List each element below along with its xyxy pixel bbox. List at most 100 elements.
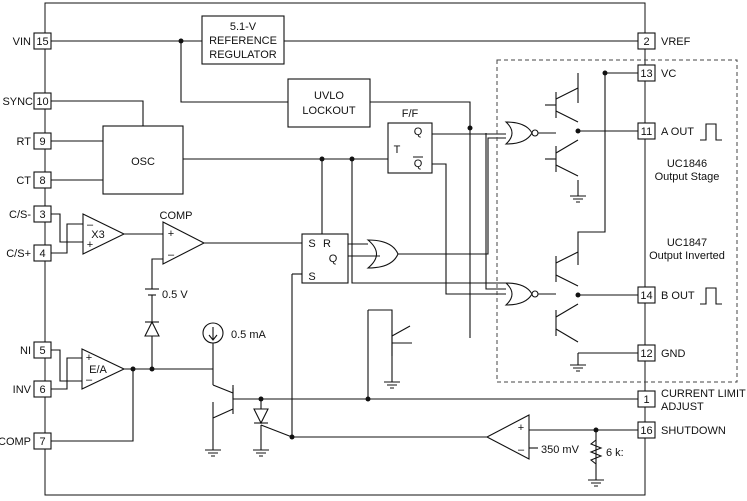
ea-minus: – xyxy=(86,374,93,386)
offset-voltage-label: 0.5 V xyxy=(162,289,188,301)
reference-line3: REGULATOR xyxy=(209,49,276,61)
sr-latch-block: S R Q S xyxy=(301,233,349,284)
pin-ct: 8 CT xyxy=(16,171,52,189)
pin-number: 15 xyxy=(36,36,48,48)
current-source-label: 0.5 mA xyxy=(231,329,267,341)
comparator-minus: – xyxy=(168,249,175,261)
shutdown-minus: – xyxy=(518,444,525,456)
shutdown-plus: + xyxy=(518,422,524,434)
offset-diode xyxy=(144,320,160,337)
pin-label-line2: ADJUST xyxy=(661,401,704,413)
pin-label: C/S- xyxy=(9,209,31,221)
pin-gnd: 12 GND xyxy=(637,344,686,362)
x3-amplifier: X3 – + xyxy=(82,213,126,255)
pin-label: SYNC xyxy=(2,96,33,108)
shutdown-threshold-label: 350 mV xyxy=(541,444,580,456)
latch-q-output: Q xyxy=(329,253,338,265)
pin-label: CT xyxy=(16,175,31,187)
pin-label: B OUT xyxy=(661,290,695,302)
comparator-plus: + xyxy=(168,228,174,240)
uc1846-label: UC1846 xyxy=(667,158,707,170)
pin-current-limit-adjust: 1 CURRENT LIMIT ADJUST xyxy=(637,388,746,413)
uvlo-line1: UVLO xyxy=(314,90,344,102)
b-out-waveform-icon xyxy=(700,287,722,305)
pin-number: 12 xyxy=(640,348,652,360)
latch-s-input: S xyxy=(308,238,315,250)
pin-number: 4 xyxy=(39,248,45,260)
x3-label: X3 xyxy=(91,229,104,241)
uc1847-label: UC1847 xyxy=(667,237,707,249)
pin-label: GND xyxy=(661,348,686,360)
ground-symbols xyxy=(205,195,604,487)
pin-comp: 7 COMP xyxy=(0,432,52,450)
output-transistors xyxy=(545,87,579,343)
pin-shutdown: 16 SHUTDOWN xyxy=(637,421,726,439)
pin-number: 5 xyxy=(39,345,45,357)
ea-label: E/A xyxy=(89,364,107,376)
oscillator-block: OSC xyxy=(102,125,184,195)
flip-flop-block: F/F T Q Q xyxy=(387,108,433,174)
uvlo-line2: LOCKOUT xyxy=(302,105,355,117)
uc1846-sublabel: Output Stage xyxy=(655,171,720,183)
pin-label: COMP xyxy=(0,436,31,448)
pin-number: 2 xyxy=(643,36,649,48)
pin-vin: 15 VIN xyxy=(13,32,52,50)
pin-cs-minus: 3 C/S- xyxy=(9,205,52,223)
pin-b-out: 14 B OUT xyxy=(637,286,695,304)
reference-line2: REFERENCE xyxy=(209,35,277,47)
reference-regulator-block: 5.1-V REFERENCE REGULATOR xyxy=(201,15,285,65)
pin-label: NI xyxy=(20,345,31,357)
uc1847-sublabel: Output Inverted xyxy=(649,250,725,262)
uvlo-lockout-block: UVLO LOCKOUT xyxy=(287,78,371,128)
pin-a-out: 11 A OUT xyxy=(637,122,694,140)
pin-number: 3 xyxy=(39,209,45,221)
pin-label: VC xyxy=(661,68,676,80)
latch-s2-input: S xyxy=(308,271,315,283)
pin-ni: 5 NI xyxy=(20,341,52,359)
pin-number: 13 xyxy=(640,68,652,80)
osc-label: OSC xyxy=(131,156,155,168)
pin-number: 8 xyxy=(39,175,45,187)
ea-output-transistor xyxy=(212,384,234,419)
pin-number: 14 xyxy=(640,290,652,302)
or-gate-pwm xyxy=(366,239,399,269)
current-source xyxy=(202,322,224,344)
pin-number: 6 xyxy=(39,384,45,396)
pin-sync: 10 SYNC xyxy=(2,92,52,110)
pin-number: 16 xyxy=(640,425,652,437)
pin-label: A OUT xyxy=(661,126,694,138)
reference-line1: 5.1-V xyxy=(230,21,257,33)
pin-label: SHUTDOWN xyxy=(661,425,726,437)
pwm-comparator: COMP + – xyxy=(160,210,206,265)
pin-label: C/S+ xyxy=(6,248,31,260)
pin-vref: 2 VREF xyxy=(637,32,691,50)
resistor-label: 6 k: xyxy=(606,447,624,459)
ff-title: F/F xyxy=(402,108,419,120)
ff-q-output: Q xyxy=(414,126,423,138)
pin-number: 9 xyxy=(39,136,45,148)
pin-rt: 9 RT xyxy=(17,132,52,150)
x3-minus: – xyxy=(87,219,94,231)
output-gate-a xyxy=(504,121,539,145)
output-gate-b xyxy=(504,282,539,306)
junction-dots xyxy=(130,38,608,440)
pin-number: 7 xyxy=(39,436,45,448)
pin-label: INV xyxy=(13,384,32,396)
pin-vc: 13 VC xyxy=(637,64,676,82)
ff-qbar-output: Q xyxy=(414,158,423,170)
ea-plus: + xyxy=(86,352,92,364)
error-amplifier: E/A + – xyxy=(81,348,126,390)
pin-label: VIN xyxy=(13,36,31,48)
limit-diode xyxy=(253,408,269,425)
a-out-waveform-icon xyxy=(700,123,722,141)
pin-label: VREF xyxy=(661,36,691,48)
pin-number: 1 xyxy=(643,394,649,406)
pin-label: CURRENT LIMIT xyxy=(661,388,746,400)
shutdown-comparator: + – xyxy=(485,414,530,460)
current-limit-transistor xyxy=(391,325,412,382)
pin-number: 10 xyxy=(36,96,48,108)
pin-inv: 6 INV xyxy=(13,380,52,398)
pin-number: 11 xyxy=(641,126,652,138)
